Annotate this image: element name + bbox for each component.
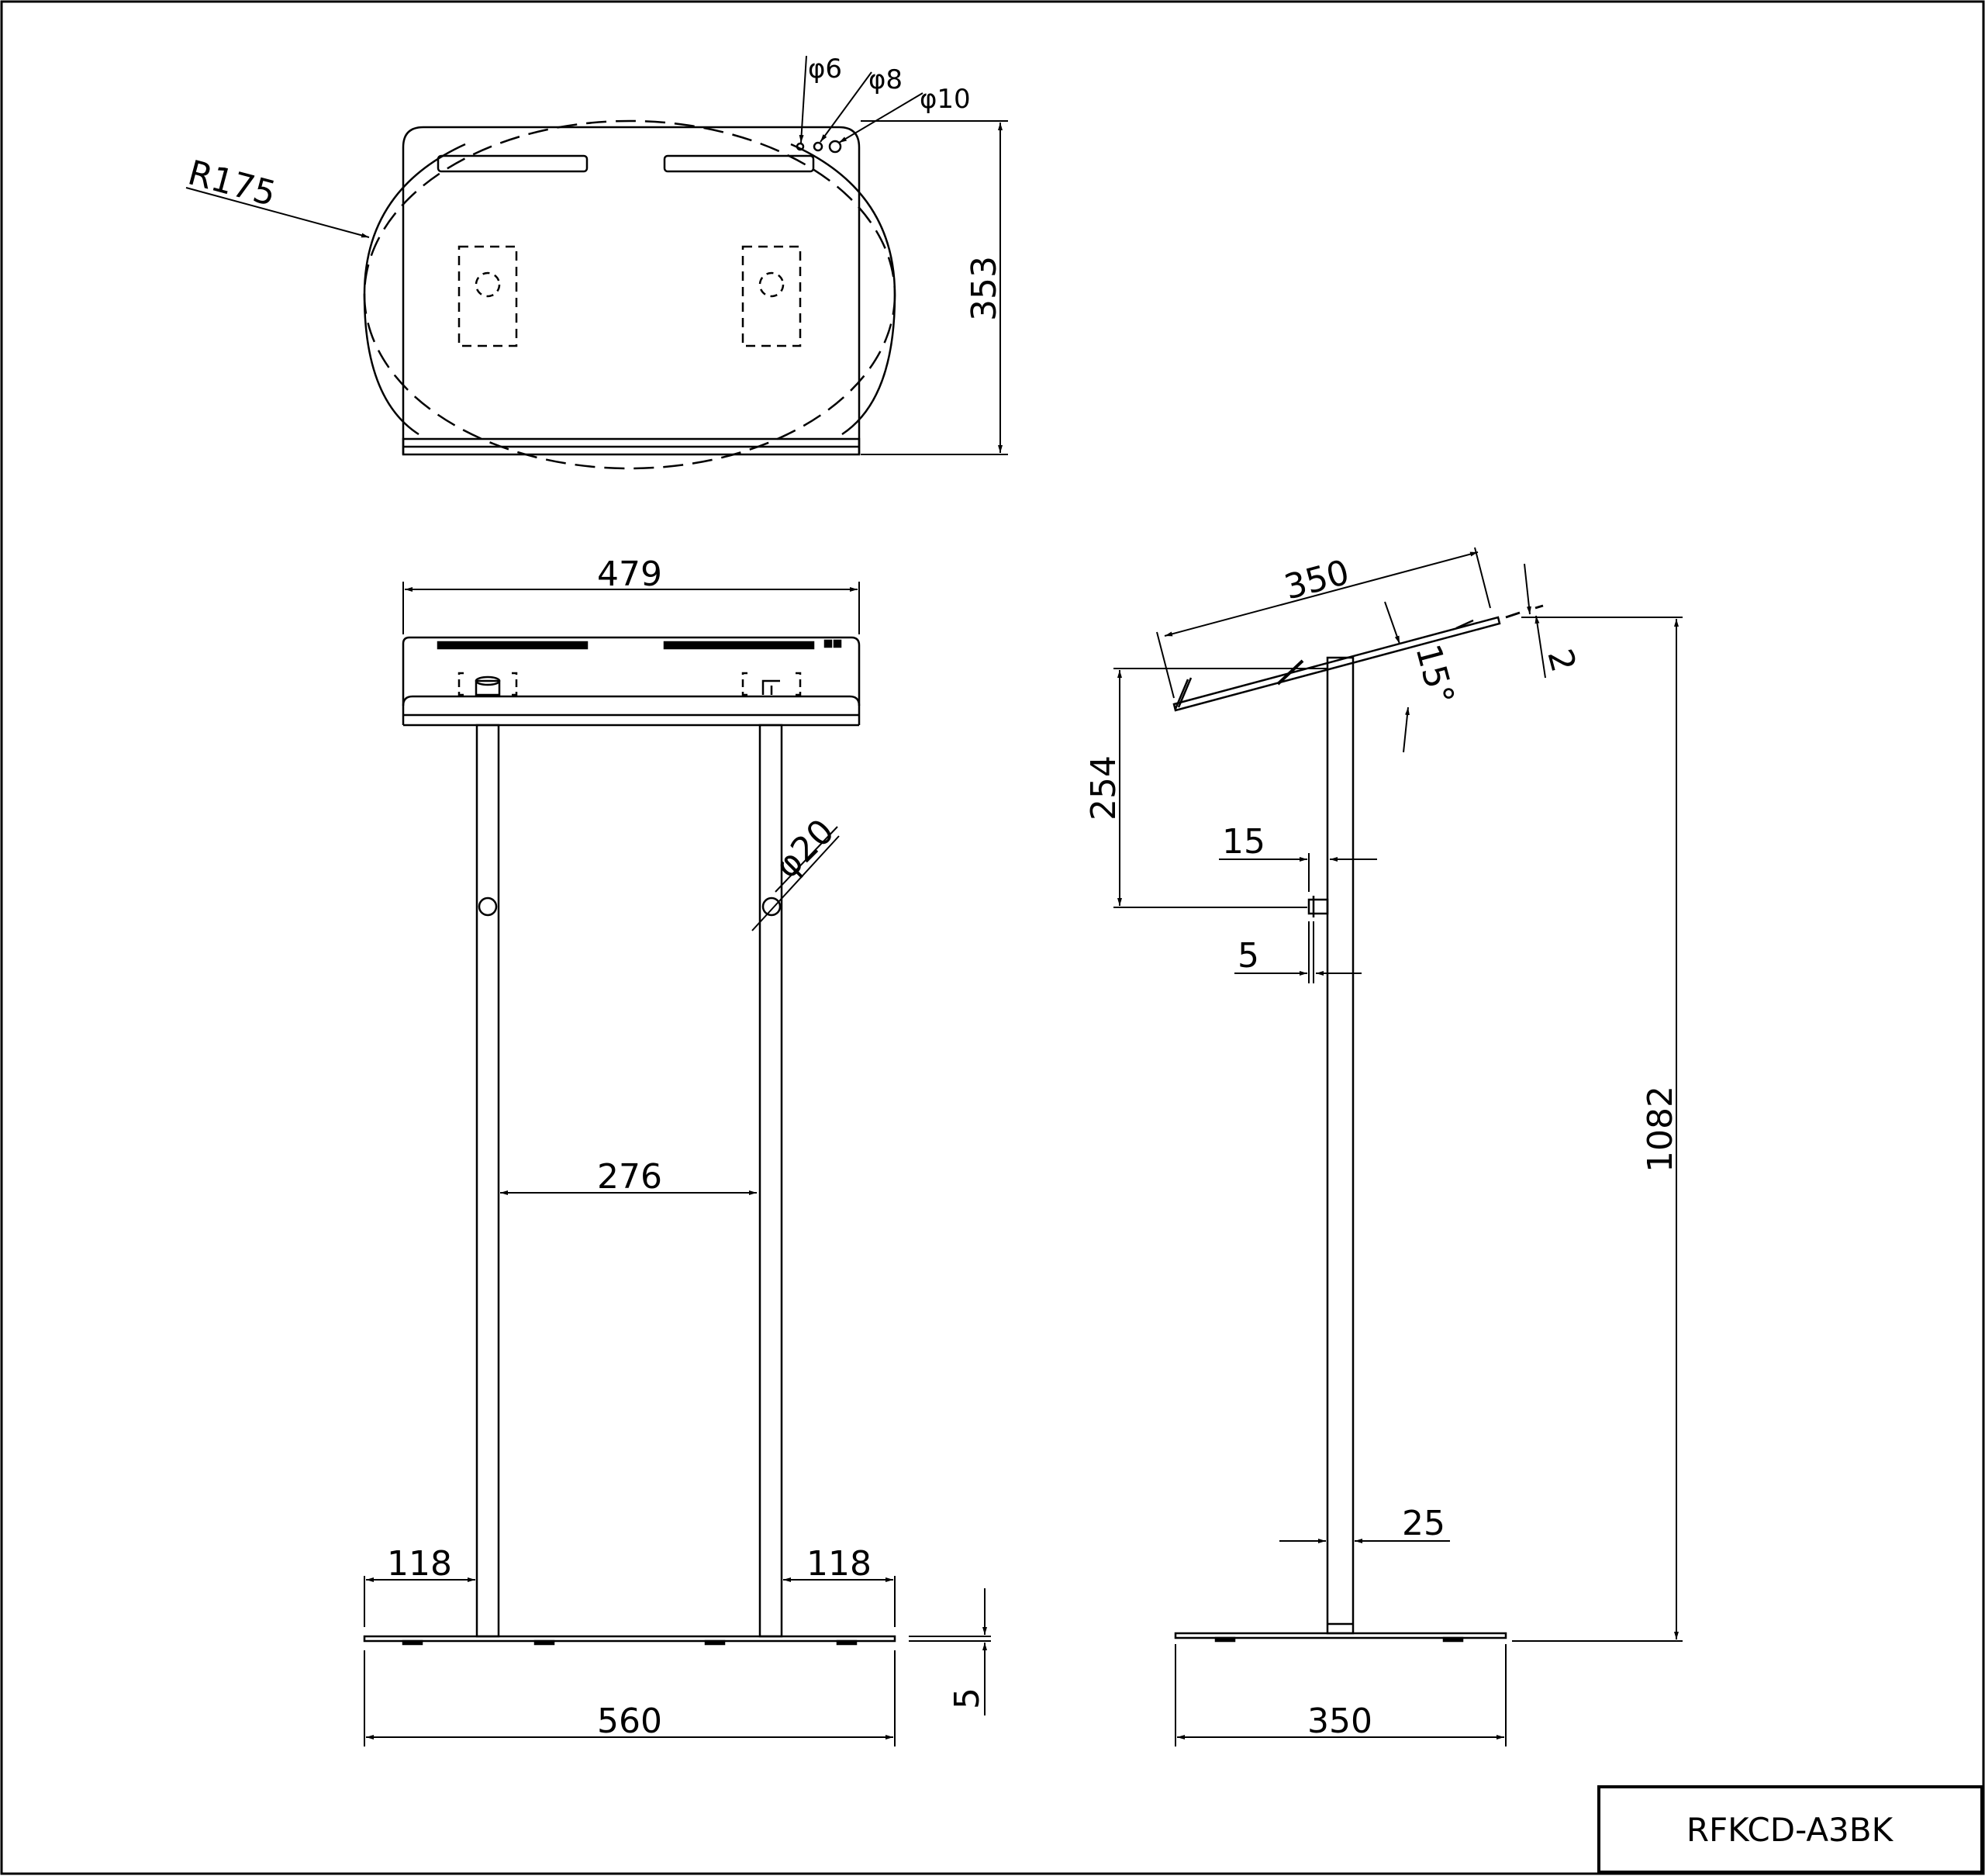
front-view-pole-hole-left: [478, 897, 498, 917]
pole-width-label: 25: [1402, 1504, 1445, 1543]
hole-phi10-label: φ10: [920, 84, 971, 115]
top-view-slot-left: [437, 154, 589, 173]
hole-phi6-label: φ6: [808, 54, 842, 85]
pole-spacing-label: 276: [597, 1157, 662, 1197]
front-view-dimensions: [364, 582, 991, 1746]
base-thickness-label: 5: [948, 1688, 987, 1709]
knob-gap-label: 5: [1238, 936, 1259, 976]
top-view-outline: [402, 126, 861, 454]
hole-phi6: [796, 142, 805, 151]
top-view-mount-left: [457, 245, 518, 347]
side-view-pole: [1326, 656, 1355, 1635]
pole-hole-label: φ20: [768, 812, 842, 886]
left-offset-label: 118: [387, 1544, 452, 1584]
top-view: [363, 119, 896, 470]
hole-phi10: [828, 140, 842, 154]
top-view-radius-outline: [363, 119, 896, 470]
front-view-slot-right: [663, 641, 815, 650]
hole-phi8-label: φ8: [868, 64, 903, 95]
depth-label: 353: [965, 256, 1004, 321]
right-offset-label: 118: [806, 1544, 872, 1584]
base-depth-label: 350: [1307, 1702, 1372, 1741]
side-view-base-plate: [1174, 1632, 1507, 1639]
side-view-dimensions: [1113, 547, 1683, 1746]
top-view-dimensions: [185, 55, 1008, 455]
top-view-radius-arc-left: [363, 143, 466, 436]
top-width-label: 479: [597, 555, 662, 594]
front-view: [363, 636, 896, 1646]
radius-label: R175: [184, 153, 280, 214]
front-view-pole-hole-right: [761, 897, 782, 917]
knob-length-label: 15: [1222, 822, 1265, 862]
total-height-label: 1082: [1641, 1086, 1680, 1173]
title-block: [1597, 1785, 1983, 1874]
side-view-knob: [1307, 898, 1329, 915]
angle-label: 15°: [1407, 641, 1461, 710]
board-length-label: 350: [1280, 552, 1353, 607]
front-view-slot-left: [437, 641, 589, 650]
front-view-base-plate: [363, 1635, 896, 1643]
model-number: RFKCD-A3BK: [1686, 1811, 1894, 1849]
side-view: [1172, 616, 1507, 1643]
front-view-top-board: [402, 636, 861, 725]
top-view-slot-right: [663, 154, 815, 173]
top-view-radius-arc-right: [790, 143, 896, 436]
lip-label: 2: [1539, 645, 1583, 676]
hole-phi8: [813, 141, 823, 152]
board-height-label: 254: [1084, 755, 1124, 821]
base-width-label: 560: [597, 1702, 662, 1741]
front-view-pole-left: [475, 724, 500, 1638]
top-view-mount-right: [741, 245, 802, 347]
